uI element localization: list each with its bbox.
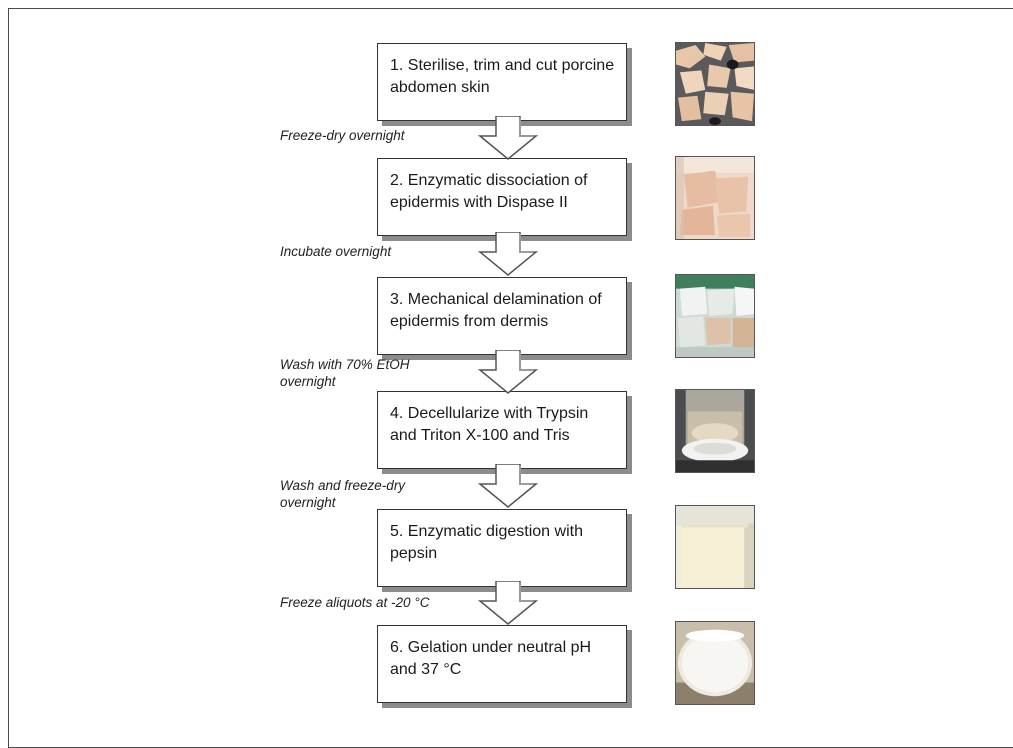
- step-1: 1. Sterilise, trim and cut porcine abdom…: [377, 43, 633, 127]
- step-6: 6. Gelation under neutral pH and 37 °C: [377, 625, 633, 709]
- down-arrow-icon: [478, 116, 538, 160]
- transition-note-2: Incubate overnight: [280, 244, 392, 259]
- transition-note-4: Wash and freeze-dry overnight: [280, 478, 406, 510]
- cut-skin-pieces-photo: [675, 42, 755, 126]
- transition-note-5: Freeze aliquots at -20 °C: [280, 595, 430, 610]
- delaminated-skin-photo: [675, 274, 755, 358]
- step-3: 3. Mechanical delamination of epidermis …: [377, 277, 633, 361]
- down-arrow-icon: [478, 464, 538, 508]
- step-5: 5. Enzymatic digestion with pepsin: [377, 509, 633, 593]
- step-box: 4. Decellularize with Trypsin and Triton…: [377, 391, 627, 469]
- step-box: 5. Enzymatic digestion with pepsin: [377, 509, 627, 587]
- hydrogel-photo: [675, 621, 755, 705]
- step-box: 2. Enzymatic dissociation of epidermis w…: [377, 158, 627, 236]
- skin-in-dispase-photo: [675, 156, 755, 240]
- transition-note-1: Freeze-dry overnight: [280, 128, 405, 143]
- digest-bottle-photo: [675, 505, 755, 589]
- down-arrow-icon: [478, 350, 538, 394]
- down-arrow-icon: [478, 232, 538, 276]
- step-box: 1. Sterilise, trim and cut porcine abdom…: [377, 43, 627, 121]
- down-arrow-icon: [478, 581, 538, 625]
- transition-note-3: Wash with 70% EtOH overnight: [280, 357, 410, 389]
- step-box: 3. Mechanical delamination of epidermis …: [377, 277, 627, 355]
- beaker-stirring-photo: [675, 389, 755, 473]
- step-box: 6. Gelation under neutral pH and 37 °C: [377, 625, 627, 703]
- step-2: 2. Enzymatic dissociation of epidermis w…: [377, 158, 633, 242]
- step-4: 4. Decellularize with Trypsin and Triton…: [377, 391, 633, 475]
